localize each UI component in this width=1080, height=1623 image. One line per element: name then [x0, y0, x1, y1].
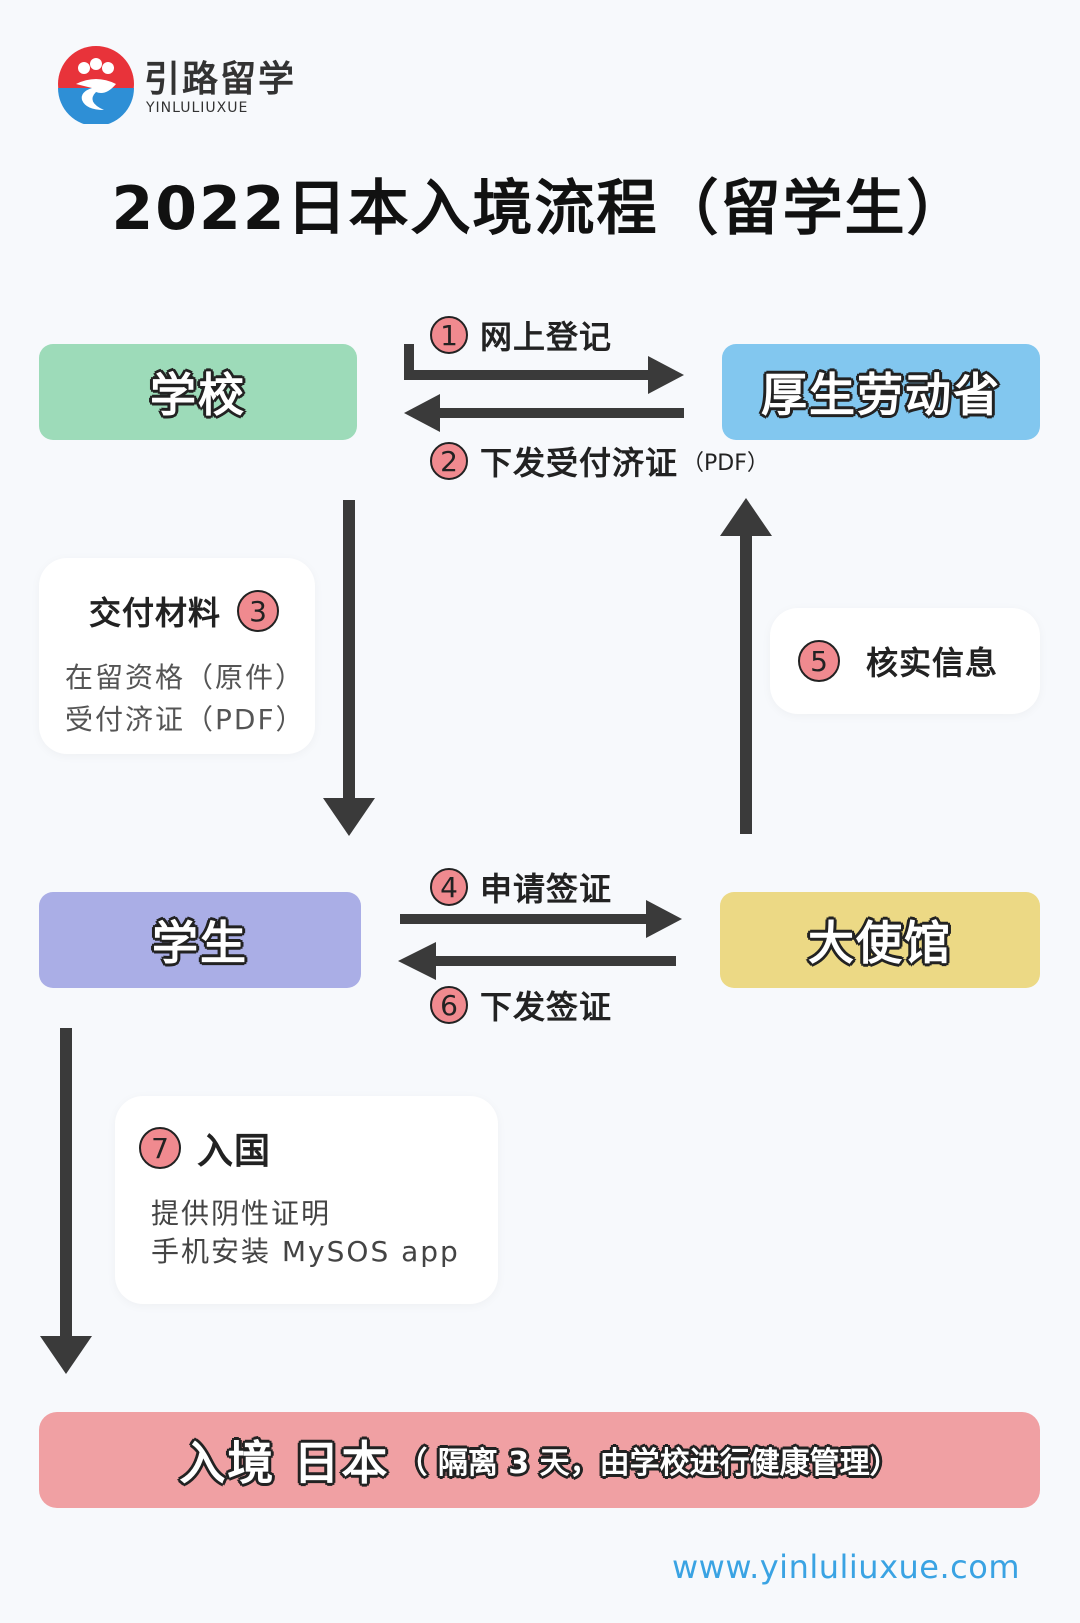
step7-card: 7 入国 提供阴性证明 手机安装 MySOS app — [115, 1096, 498, 1304]
step7-header: 7 入国 — [139, 1122, 271, 1174]
step5-card: 5 核实信息 — [770, 608, 1040, 714]
step-label: 网上登记 — [480, 318, 613, 356]
step3-line-2: 受付济证（PDF） — [65, 703, 306, 736]
node-mhlw: 厚生劳动省 — [722, 344, 1040, 440]
step-number-badge: 5 — [798, 640, 840, 682]
step-label: 下发签证 — [480, 988, 613, 1026]
arrow-step3 — [323, 500, 375, 836]
final-note: （ 隔离 3 天，由学校进行健康管理） — [397, 1446, 900, 1481]
final-main: 入境 日本 — [179, 1436, 390, 1490]
step-number-badge: 4 — [430, 868, 468, 906]
step-number-badge: 7 — [139, 1127, 181, 1169]
step3-header: 交付材料 3 — [89, 588, 280, 634]
arrow-step4 — [400, 900, 682, 938]
node-embassy: 大使馆 — [720, 892, 1040, 988]
step-number-badge: 1 — [430, 316, 468, 354]
node-school: 学校 — [39, 344, 357, 440]
step-label: 入国 — [197, 1131, 272, 1172]
website-url: www.yinluliuxue.com — [671, 1548, 1020, 1586]
page-title: 2022日本入境流程（留学生） — [111, 174, 969, 244]
step-number-badge: 3 — [237, 590, 280, 632]
step2-label: 2 下发受付济证 （PDF） — [430, 438, 769, 484]
step4-label: 4 申请签证 — [430, 864, 612, 910]
step-label: 交付材料 — [89, 594, 222, 632]
step6-label: 6 下发签证 — [430, 982, 612, 1028]
step-number-badge: 2 — [430, 442, 468, 480]
brand-subtitle: YINLULIUXUE — [146, 100, 249, 116]
step-number-badge: 6 — [430, 986, 468, 1024]
arrow-step6 — [398, 942, 676, 980]
step-note: （PDF） — [682, 451, 769, 476]
arrow-step7 — [40, 1028, 92, 1374]
step-label: 核实信息 — [866, 644, 999, 682]
step3-card: 交付材料 3 在留资格（原件） 受付济证（PDF） — [39, 558, 315, 754]
brand-logo-icon — [58, 46, 134, 126]
final-destination-bar: 入境 日本 （ 隔离 3 天，由学校进行健康管理） — [39, 1412, 1040, 1508]
arrow-step1 — [404, 344, 684, 394]
step5-header: 5 核实信息 — [798, 638, 998, 684]
step1-label: 1 网上登记 — [430, 312, 612, 358]
step-label: 申请签证 — [480, 870, 613, 908]
step3-line-1: 在留资格（原件） — [65, 661, 306, 694]
arrow-step2 — [404, 394, 684, 432]
brand-logo — [56, 44, 136, 126]
brand-name: 引路留学 — [144, 59, 297, 100]
step7-line-2: 手机安装 MySOS app — [151, 1235, 460, 1268]
step-label: 下发受付济证 — [480, 444, 679, 482]
arrow-step5 — [720, 498, 772, 834]
node-student: 学生 — [39, 892, 361, 988]
step7-line-1: 提供阴性证明 — [151, 1197, 332, 1230]
